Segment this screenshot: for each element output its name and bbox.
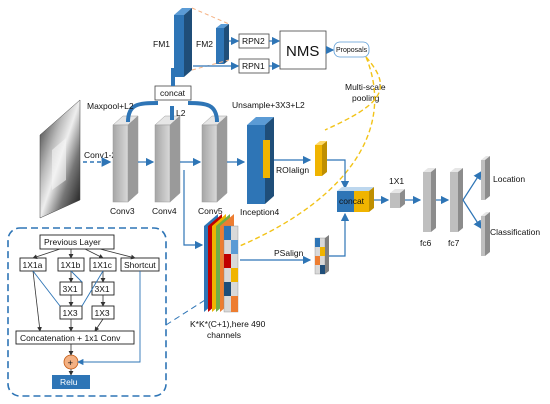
onexone-label: 1X1 bbox=[389, 176, 404, 186]
add-node-label: + bbox=[68, 358, 74, 369]
conv5-block bbox=[201, 115, 228, 203]
nms-label: NMS bbox=[286, 43, 319, 60]
conv4-label: Conv4 bbox=[152, 206, 177, 216]
inset-link-line bbox=[165, 299, 206, 326]
fm1-label: FM1 bbox=[153, 39, 170, 49]
proposals-label: Proposals bbox=[336, 47, 368, 54]
shortcut-label: Shortcut bbox=[124, 260, 156, 270]
relu-box bbox=[52, 375, 90, 389]
previous-layer-label: Previous Layer bbox=[44, 237, 101, 247]
conv4-block bbox=[154, 115, 181, 203]
proposals-box bbox=[333, 41, 370, 58]
classification-label: Classification bbox=[490, 227, 540, 237]
conv12-label: Conv1-2 bbox=[84, 150, 116, 160]
nms-box bbox=[279, 30, 327, 70]
multi-scale-label-2: pooling bbox=[352, 93, 380, 103]
inception4-block bbox=[247, 117, 274, 204]
branch-1x3-right-label: 1X3 bbox=[95, 308, 110, 318]
roi-to-concat-arrow bbox=[327, 159, 350, 190]
maxpool-label: Maxpool+L2 bbox=[87, 101, 134, 111]
branch-1x1b-label: 1X1b bbox=[61, 260, 81, 270]
pooling-curve-ps bbox=[229, 56, 376, 251]
fm-dash-bottom bbox=[191, 59, 230, 71]
location-label: Location bbox=[493, 174, 525, 184]
fm2-block bbox=[216, 24, 229, 64]
ps-score-maps bbox=[204, 214, 239, 313]
location-block bbox=[481, 156, 490, 200]
branch-1x1c-label: 1X1c bbox=[93, 260, 113, 270]
inception-module-inset bbox=[7, 227, 167, 397]
psalign-label: PSalign bbox=[274, 248, 304, 258]
ps-pooled-block bbox=[314, 235, 329, 275]
fc7-to-location-arrow bbox=[462, 170, 482, 201]
pooling-curve-roi bbox=[324, 56, 382, 131]
classification-block bbox=[481, 212, 490, 256]
conv5-label: Conv5 bbox=[198, 206, 223, 216]
unsample-label: Unsample+3X3+L2 bbox=[232, 100, 305, 110]
fc7-to-classification-arrow bbox=[462, 199, 482, 230]
conv3-block bbox=[112, 115, 139, 203]
concat-mid-label: concat bbox=[339, 196, 365, 206]
channels-label-2: channels bbox=[207, 330, 241, 340]
previous-layer-box bbox=[39, 234, 115, 250]
relu-label: Relu bbox=[60, 377, 78, 387]
conv4-to-psmaps-arrow bbox=[183, 170, 204, 250]
fc7-label: fc7 bbox=[448, 238, 460, 248]
roi-feature-block bbox=[315, 141, 327, 176]
input-image bbox=[39, 99, 81, 219]
inset-blue-connectors bbox=[32, 270, 141, 366]
rpn1-label: RPN1 bbox=[242, 61, 265, 71]
fc7-block bbox=[450, 168, 463, 232]
fm2-label: FM2 bbox=[196, 39, 213, 49]
conv3-label: Conv3 bbox=[110, 206, 135, 216]
channels-label-1: K*K*(C+1),here 490 bbox=[190, 319, 266, 329]
branch-1x3-left-label: 1X3 bbox=[63, 308, 78, 318]
roialign-label: ROIalign bbox=[276, 165, 309, 175]
concatenation-conv-box bbox=[15, 330, 135, 345]
concatenation-conv-label: Concatenation + 1x1 Conv bbox=[20, 333, 121, 343]
multi-scale-label-1: Multi-scale bbox=[345, 82, 386, 92]
psalign-to-concat-arrow bbox=[329, 212, 350, 257]
branch-3x1-left-label: 3X1 bbox=[63, 284, 78, 294]
inception4-label: Inception4 bbox=[240, 207, 279, 217]
rpn2-label: RPN2 bbox=[242, 36, 265, 46]
onexone-block bbox=[390, 189, 405, 208]
fm1-block bbox=[174, 8, 192, 77]
branch-3x1-right-label: 3X1 bbox=[95, 284, 110, 294]
concat-top-label: concat bbox=[160, 88, 186, 98]
fm-dash-top bbox=[191, 7, 230, 25]
l2-label: L2 bbox=[176, 108, 186, 118]
branch-1x1a-label: 1X1a bbox=[23, 260, 43, 270]
concat-mid-block bbox=[337, 187, 374, 212]
fc6-block bbox=[423, 168, 436, 232]
unsample-path bbox=[187, 101, 219, 123]
inset-connectors bbox=[32, 248, 136, 376]
fc6-label: fc6 bbox=[420, 238, 432, 248]
maxpool-path bbox=[126, 101, 159, 123]
